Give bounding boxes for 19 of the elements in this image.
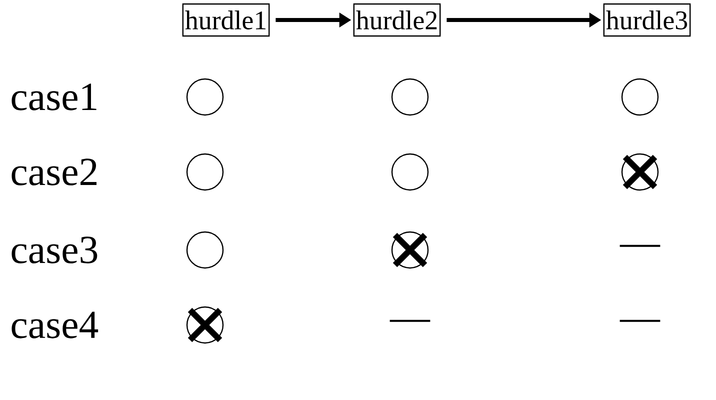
row-label: case4: [12, 312, 98, 338]
hurdle-box: hurdle3: [603, 3, 691, 37]
dash-mark: —: [620, 320, 660, 322]
circle-mark: [186, 78, 224, 116]
row-label: case2: [12, 158, 96, 186]
circle-mark: [391, 78, 429, 116]
dash-mark: —: [620, 244, 660, 247]
dash-mark: —: [390, 320, 430, 322]
row-label: case3: [12, 236, 98, 264]
circle-mark: [621, 78, 659, 116]
circle-mark: [186, 231, 224, 269]
circle-mark: [186, 153, 224, 191]
crossed-circle-mark: [186, 306, 224, 344]
circle-mark: [391, 153, 429, 191]
hurdle-box: hurdle1: [182, 3, 270, 37]
hurdle-box: hurdle2: [353, 3, 441, 37]
row-label: case1: [12, 84, 96, 110]
crossed-circle-mark: [391, 231, 429, 269]
crossed-circle-mark: [621, 153, 659, 191]
